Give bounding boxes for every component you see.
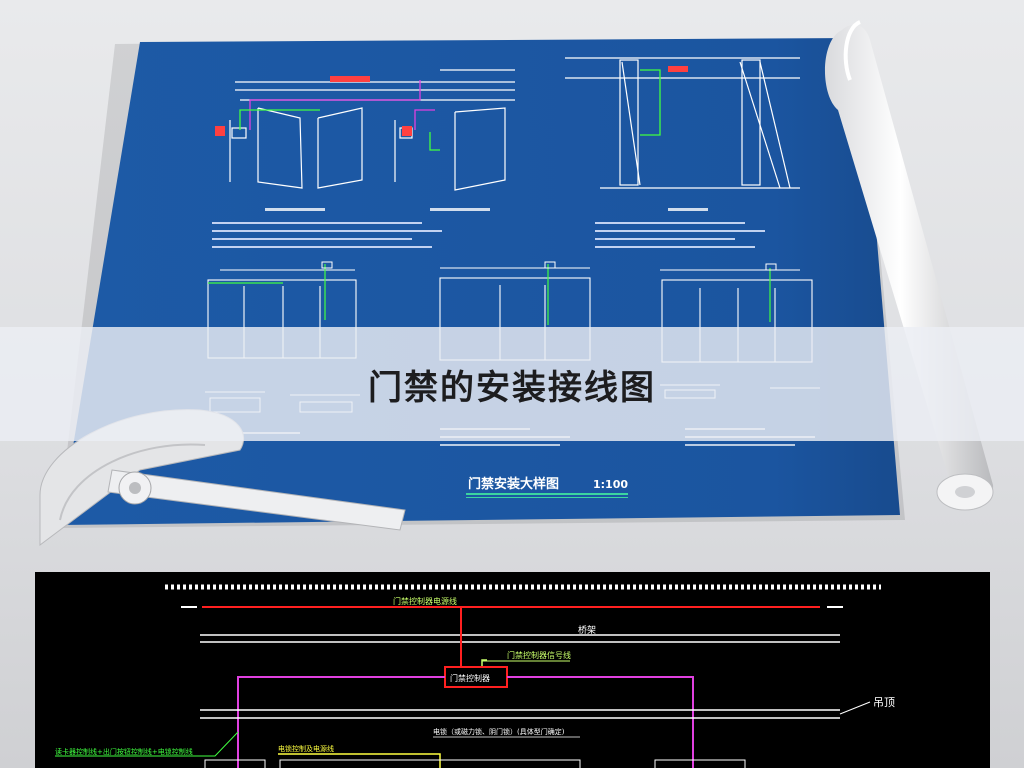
bridge-label: 桥架 — [578, 624, 596, 636]
lock-note-label: 电锁（或磁力锁、阴门锁）(具体型门确定) — [433, 727, 565, 736]
reader-line-label: 读卡器控制线+出门按钮控制线+电锁控制线 — [55, 747, 193, 756]
cad-wiring-panel: 门禁控制器电源线 桥架 门禁控制器信号线 门禁控制器 吊顶 电锁（或磁力锁、阴门… — [35, 572, 990, 768]
ceiling-label: 吊顶 — [873, 696, 895, 709]
banner-title: 门禁的安装接线图 — [368, 368, 656, 408]
controller-label: 门禁控制器 — [450, 673, 490, 683]
power-line-label: 门禁控制器电源线 — [393, 596, 457, 606]
title-banner — [0, 327, 1024, 441]
signal-line-label: 门禁控制器信号线 — [507, 650, 571, 660]
lock-power-label: 电锁控制及电源线 — [278, 744, 334, 753]
wall-section-drawing — [565, 57, 800, 189]
blueprint-title: 门禁安装大样图 — [468, 476, 559, 492]
blueprint-scale: 1:100 — [593, 478, 628, 491]
protractor — [39, 409, 406, 546]
cad-wiring-svg: 门禁控制器电源线 桥架 门禁控制器信号线 门禁控制器 吊顶 电锁（或磁力锁、阴门… — [55, 584, 895, 768]
